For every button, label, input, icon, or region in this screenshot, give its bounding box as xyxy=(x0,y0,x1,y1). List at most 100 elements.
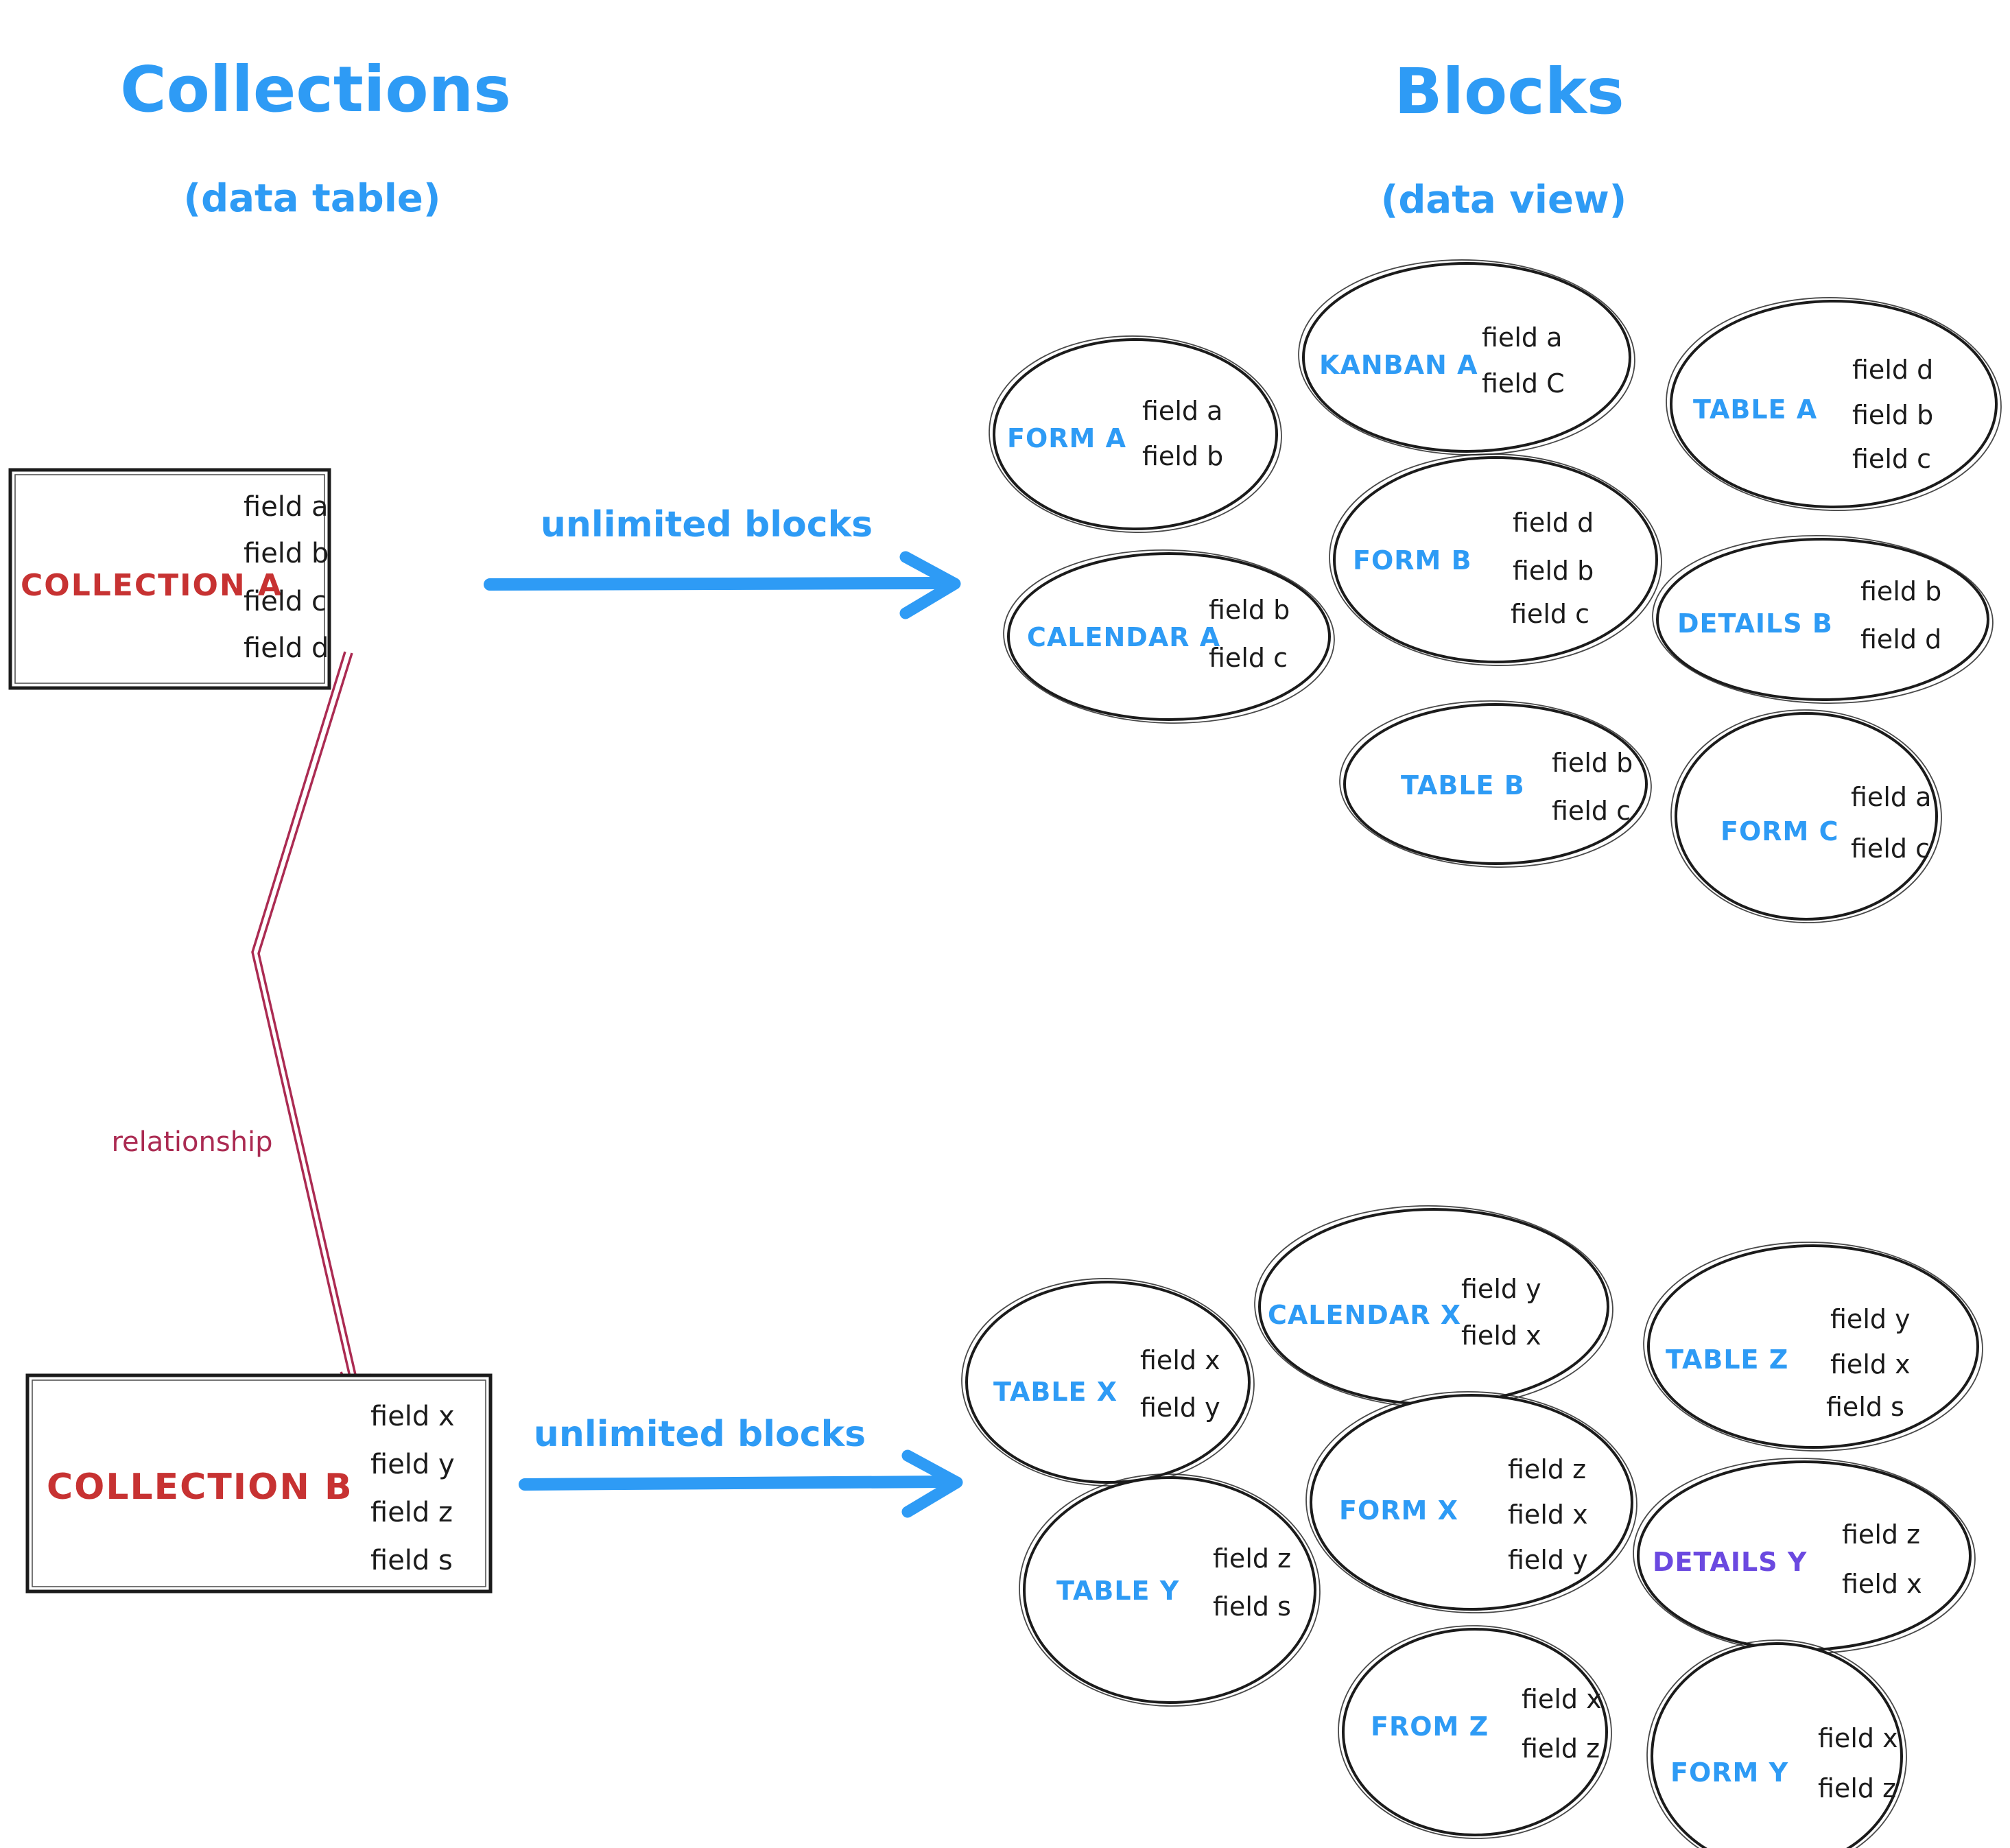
block-field: field y xyxy=(1140,1393,1220,1423)
block-field: field x xyxy=(1140,1345,1220,1375)
block-field: field y xyxy=(1830,1304,1911,1334)
block-ellipse xyxy=(1342,1628,1608,1836)
block-label: TABLE Y xyxy=(1056,1576,1179,1606)
block-ellipse xyxy=(1023,1476,1316,1704)
block-field: field s xyxy=(1826,1392,1904,1422)
block-field: field c xyxy=(1851,833,1930,864)
block-field: field b xyxy=(1852,400,1933,430)
block-label: TABLE A xyxy=(1693,394,1817,425)
block-ellipse xyxy=(1670,300,1998,508)
block-ellipse xyxy=(993,338,1278,530)
block-label: DETAILS B xyxy=(1677,608,1833,639)
block-field: field s xyxy=(1213,1591,1291,1622)
collection-field: field s xyxy=(370,1545,453,1576)
block-ellipse-sketch xyxy=(1652,534,1994,704)
block-field: field z xyxy=(1508,1454,1586,1484)
block-label: CALENDAR X xyxy=(1268,1300,1461,1330)
collection-field: field z xyxy=(370,1497,453,1528)
block-field: field b xyxy=(1860,576,1941,606)
relationship-arrow: relationship xyxy=(111,651,373,1408)
block-ellipse xyxy=(1333,456,1658,663)
box-outline-sketch xyxy=(32,1379,486,1587)
blocks-layer: FORM A field a field b KANBAN A field a field… xyxy=(961,259,2002,1848)
block-ellipse-sketch xyxy=(989,335,1282,533)
block-ellipse-sketch xyxy=(961,1278,1255,1486)
block-field: field c xyxy=(1209,643,1288,673)
collection-name: COLLECTION B xyxy=(47,1467,353,1508)
unlimited-blocks-arrow-b: unlimited blocks xyxy=(519,1414,963,1518)
block-field: field a xyxy=(1851,782,1931,812)
block-label: FORM X xyxy=(1339,1495,1458,1526)
block-ellipse xyxy=(1302,262,1631,453)
block-field: field x xyxy=(1830,1349,1911,1379)
block-ellipse xyxy=(1647,1244,1979,1449)
box-outline xyxy=(25,1373,493,1594)
collection-field: field y xyxy=(370,1449,455,1480)
block-field: field C xyxy=(1482,368,1565,399)
block-ellipse xyxy=(1656,538,1989,701)
block-ellipse-sketch xyxy=(1305,1391,1637,1613)
block-field: field z xyxy=(1818,1773,1896,1803)
block-field: field c xyxy=(1552,796,1631,826)
block-field: field d xyxy=(1860,624,1941,654)
block-form-y: FORM Y field x field z xyxy=(1646,1639,1907,1848)
block-label: TABLE B xyxy=(1401,770,1525,801)
collection-field: field b xyxy=(244,538,329,569)
block-ellipse-sketch xyxy=(1670,709,1942,923)
block-ellipse-sketch xyxy=(1338,1625,1612,1839)
block-field: field a xyxy=(1142,396,1222,426)
collection-name: COLLECTION A xyxy=(21,568,283,603)
block-field: field x xyxy=(1461,1320,1541,1351)
collection-field: field d xyxy=(244,632,329,664)
block-field: field c xyxy=(1511,599,1589,629)
block-field: field z xyxy=(1842,1519,1920,1550)
unlimited-blocks-arrow-a: unlimited blocks xyxy=(484,504,961,619)
relationship-label: relationship xyxy=(111,1126,272,1158)
block-field: field y xyxy=(1461,1274,1541,1304)
block-ellipse xyxy=(1343,703,1648,865)
block-label: FROM Z xyxy=(1371,1711,1489,1742)
collections-subtitle: (data table) xyxy=(184,176,441,221)
block-field: field x xyxy=(1508,1500,1588,1530)
collection-field: field c xyxy=(244,586,327,617)
block-table-x: TABLE X field x field y xyxy=(961,1278,1255,1486)
block-ellipse-sketch xyxy=(1666,297,2002,511)
block-field: field b xyxy=(1552,748,1633,778)
block-ellipse-sketch xyxy=(1646,1639,1907,1848)
block-ellipse xyxy=(1007,552,1331,721)
block-label: FORM B xyxy=(1353,545,1472,576)
block-label: FORM Y xyxy=(1670,1757,1788,1788)
block-field: field d xyxy=(1852,355,1933,385)
block-field: field b xyxy=(1209,595,1290,625)
block-label: TABLE X xyxy=(993,1377,1118,1407)
blocks-subtitle: (data view) xyxy=(1381,178,1627,222)
block-field: field b xyxy=(1513,556,1594,586)
block-ellipse xyxy=(1675,712,1938,921)
block-field: field x xyxy=(1818,1723,1898,1753)
block-ellipse-sketch xyxy=(1329,453,1662,666)
block-field: field z xyxy=(1522,1733,1600,1764)
box-outline xyxy=(8,468,331,690)
arrow-b-label: unlimited blocks xyxy=(534,1414,866,1455)
block-label: CALENDAR A xyxy=(1027,622,1220,652)
block-label: KANBAN A xyxy=(1319,350,1478,380)
block-ellipse xyxy=(1651,1642,1903,1848)
block-label: FORM A xyxy=(1007,423,1126,453)
box-outline-sketch xyxy=(14,474,325,684)
block-field: field x xyxy=(1842,1569,1922,1599)
block-ellipse-sketch xyxy=(1643,1242,1983,1452)
block-ellipse xyxy=(965,1281,1251,1484)
